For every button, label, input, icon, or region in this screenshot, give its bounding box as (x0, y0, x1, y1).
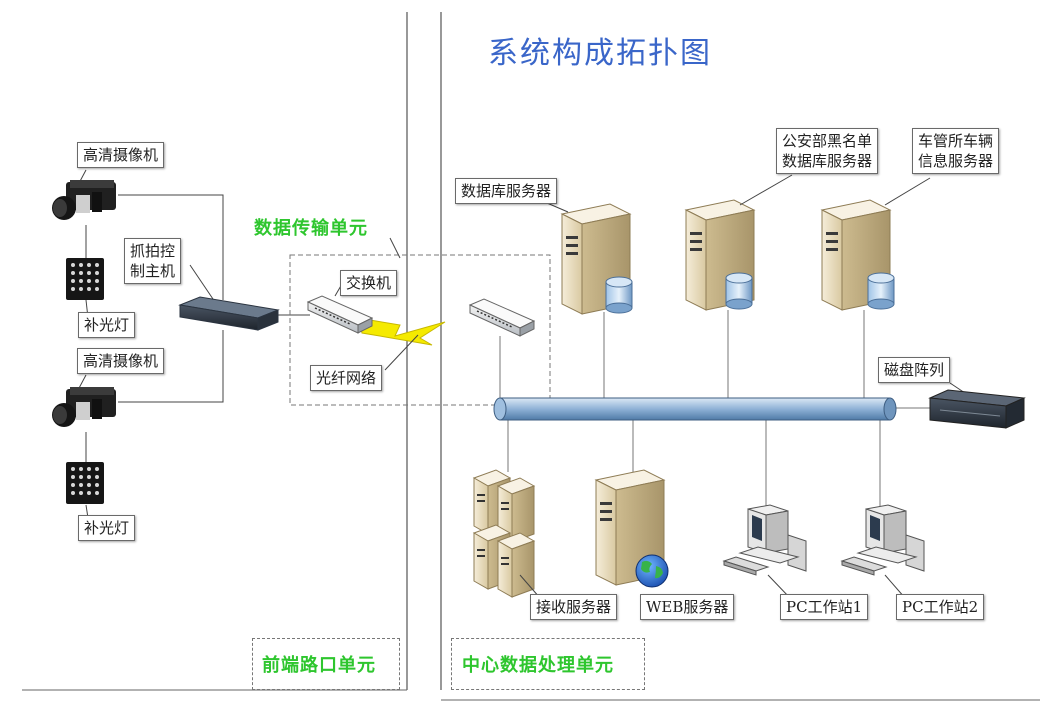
label-blacklist-db-server: 公安部黑名单 数据库服务器 (776, 128, 879, 174)
blacklist-db-server-icon (684, 199, 756, 311)
fill-light-icon-2 (66, 462, 104, 504)
label-capture-host-line1: 抓拍控 (130, 242, 176, 260)
zone-box-center (451, 638, 645, 690)
transmission-zone-box (289, 254, 551, 406)
label-disk-array: 磁盘阵列 (878, 357, 951, 383)
leader-vehicle (884, 177, 931, 206)
label-fill-light-1: 补光灯 (78, 312, 136, 338)
label-vehicle-info-server: 车管所车辆 信息服务器 (912, 128, 1000, 174)
capture-host-icon (178, 296, 280, 331)
label-database-server: 数据库服务器 (455, 178, 558, 204)
switch-icon (306, 295, 374, 334)
leader-blacklist (739, 174, 793, 206)
label-capture-host-line2: 制主机 (130, 262, 176, 280)
receive-server-cluster-icon (472, 469, 536, 598)
leader-host (189, 264, 216, 303)
zone-box-front (252, 638, 400, 690)
database-server-icon (560, 203, 633, 315)
camera2-link (118, 330, 224, 403)
disk-array-icon (928, 389, 1026, 429)
label-blacklist-line2: 数据库服务器 (782, 152, 873, 170)
label-pc-station-2: PC工作站2 (896, 594, 985, 620)
leader-transmission (389, 237, 401, 259)
label-vehicle-line1: 车管所车辆 (918, 132, 994, 150)
label-hd-camera-1: 高清摄像机 (77, 142, 165, 168)
switch-icon-2 (468, 298, 536, 337)
globe-icon (635, 554, 669, 588)
label-pc-station-1: PC工作站1 (780, 594, 869, 620)
vehicle-info-server-icon (820, 199, 895, 311)
pc-workstation-icon-2 (840, 504, 925, 576)
zone-label-transmission: 数据传输单元 (254, 218, 368, 239)
fill-light-icon (66, 258, 104, 300)
lightning-icon (357, 317, 446, 346)
diagram-title: 系统构成拓扑图 (488, 36, 712, 71)
label-hd-camera-2: 高清摄像机 (77, 348, 165, 374)
camera-icon (52, 180, 116, 220)
label-fiber-network: 光纤网络 (310, 365, 383, 391)
label-receive-server: 接收服务器 (530, 594, 618, 620)
camera1-link (118, 194, 224, 300)
zone-label-front: 前端路口单元 (262, 655, 376, 676)
label-switch: 交换机 (340, 270, 398, 296)
network-bus (493, 397, 897, 421)
label-capture-host: 抓拍控 制主机 (124, 238, 182, 284)
label-web-server: WEB服务器 (640, 594, 735, 620)
label-vehicle-line2: 信息服务器 (918, 152, 994, 170)
label-fill-light-2: 补光灯 (78, 515, 136, 541)
pc-workstation-icon (722, 504, 807, 576)
zone-label-center: 中心数据处理单元 (462, 655, 614, 676)
leader-fiber (384, 334, 419, 371)
label-blacklist-line1: 公安部黑名单 (782, 132, 873, 150)
camera-icon-2 (52, 387, 116, 427)
